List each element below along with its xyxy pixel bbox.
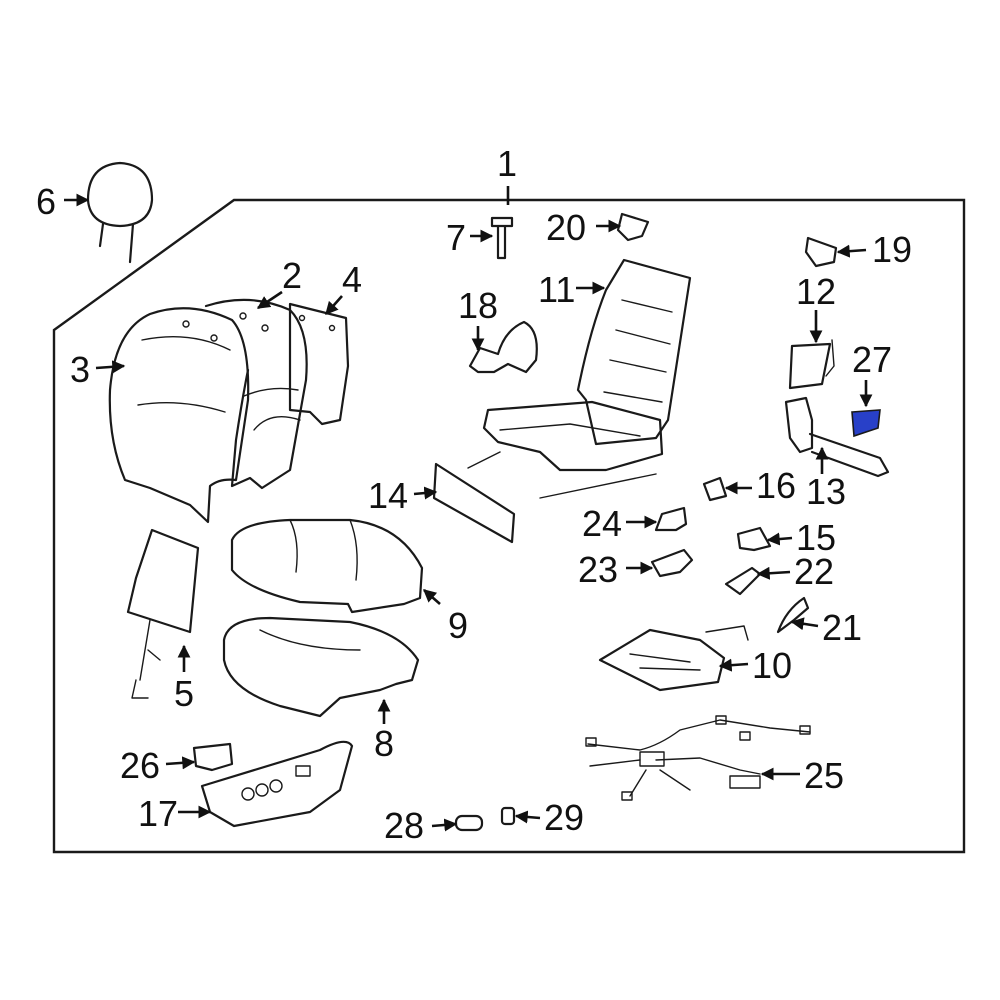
leader-4 [325, 295, 343, 315]
part-21-cover[interactable] [776, 596, 810, 634]
leader-29 [514, 810, 541, 824]
leader-21 [790, 617, 819, 631]
callout-6: 6 [36, 181, 56, 222]
leader-14 [413, 486, 438, 500]
part-24-component[interactable] [654, 506, 688, 532]
leader-19 [836, 244, 867, 258]
callout-1: 1 [497, 143, 517, 184]
leader-9 [423, 589, 441, 605]
callout-2: 2 [282, 255, 302, 296]
part-26-bracket[interactable] [192, 742, 234, 772]
part-4-back-board[interactable] [288, 302, 350, 426]
callout-9: 9 [448, 605, 468, 646]
leader-28 [431, 818, 458, 832]
diagram-frame [52, 198, 966, 854]
part-23-component[interactable] [650, 548, 694, 578]
leader-15 [766, 532, 793, 546]
callout-3: 3 [70, 349, 90, 390]
part-8-cushion-pad[interactable] [222, 616, 420, 718]
part-2-seatback-pad[interactable] [204, 298, 308, 490]
callout-16: 16 [756, 465, 796, 506]
part-22-cover[interactable] [724, 566, 762, 596]
leader-3 [95, 360, 126, 374]
part-27-highlighted[interactable] [851, 409, 881, 438]
part-9-cushion-cover[interactable] [230, 518, 424, 614]
callout-5: 5 [174, 673, 194, 714]
callout-26: 26 [120, 745, 160, 786]
part-17-side-shield[interactable] [200, 740, 354, 828]
part-10-heater[interactable] [598, 625, 749, 692]
callout-21: 21 [822, 607, 862, 648]
part-12-switch[interactable] [788, 339, 835, 390]
part-3-seatback-cover[interactable] [108, 307, 250, 524]
callout-24: 24 [582, 503, 622, 544]
callout-14: 14 [368, 475, 408, 516]
callout-13: 13 [806, 471, 846, 512]
leader-2 [256, 290, 283, 310]
callout-18: 18 [458, 285, 498, 326]
part-14-front-trim[interactable] [432, 462, 516, 544]
part-7-guide-pin[interactable] [490, 216, 514, 260]
callout-11: 11 [538, 269, 575, 310]
part-5-lumbar-support[interactable] [126, 528, 200, 699]
callout-8: 8 [374, 723, 394, 764]
callout-15: 15 [796, 517, 836, 558]
part-11-seat-frame[interactable] [467, 258, 692, 499]
part-29-clip[interactable] [500, 806, 516, 826]
leader-22 [756, 566, 791, 580]
part-28-plug[interactable] [454, 814, 484, 832]
callout-27: 27 [852, 339, 892, 380]
callout-25: 25 [804, 755, 844, 796]
part-13-track[interactable] [784, 396, 890, 478]
part-18-cover[interactable] [468, 320, 538, 374]
leader-26 [165, 756, 196, 770]
callout-29: 29 [544, 797, 584, 838]
callout-17: 17 [138, 793, 178, 834]
callout-20: 20 [546, 207, 586, 248]
callout-10: 10 [752, 645, 792, 686]
callout-19: 19 [872, 229, 912, 270]
callout-12: 12 [796, 271, 836, 312]
part-15-bracket[interactable] [736, 526, 772, 552]
part-16-bracket[interactable] [702, 476, 728, 502]
callout-4: 4 [342, 259, 362, 300]
part-25-wire-harness[interactable] [585, 715, 811, 801]
part-20-cover[interactable] [616, 212, 650, 242]
callout-23: 23 [578, 549, 618, 590]
callout-22: 22 [794, 551, 834, 592]
callout-28: 28 [384, 805, 424, 846]
part-6-headrest[interactable] [86, 161, 154, 264]
callout-7: 7 [446, 217, 466, 258]
leader-10 [718, 658, 749, 672]
part-19-cover[interactable] [804, 236, 838, 268]
